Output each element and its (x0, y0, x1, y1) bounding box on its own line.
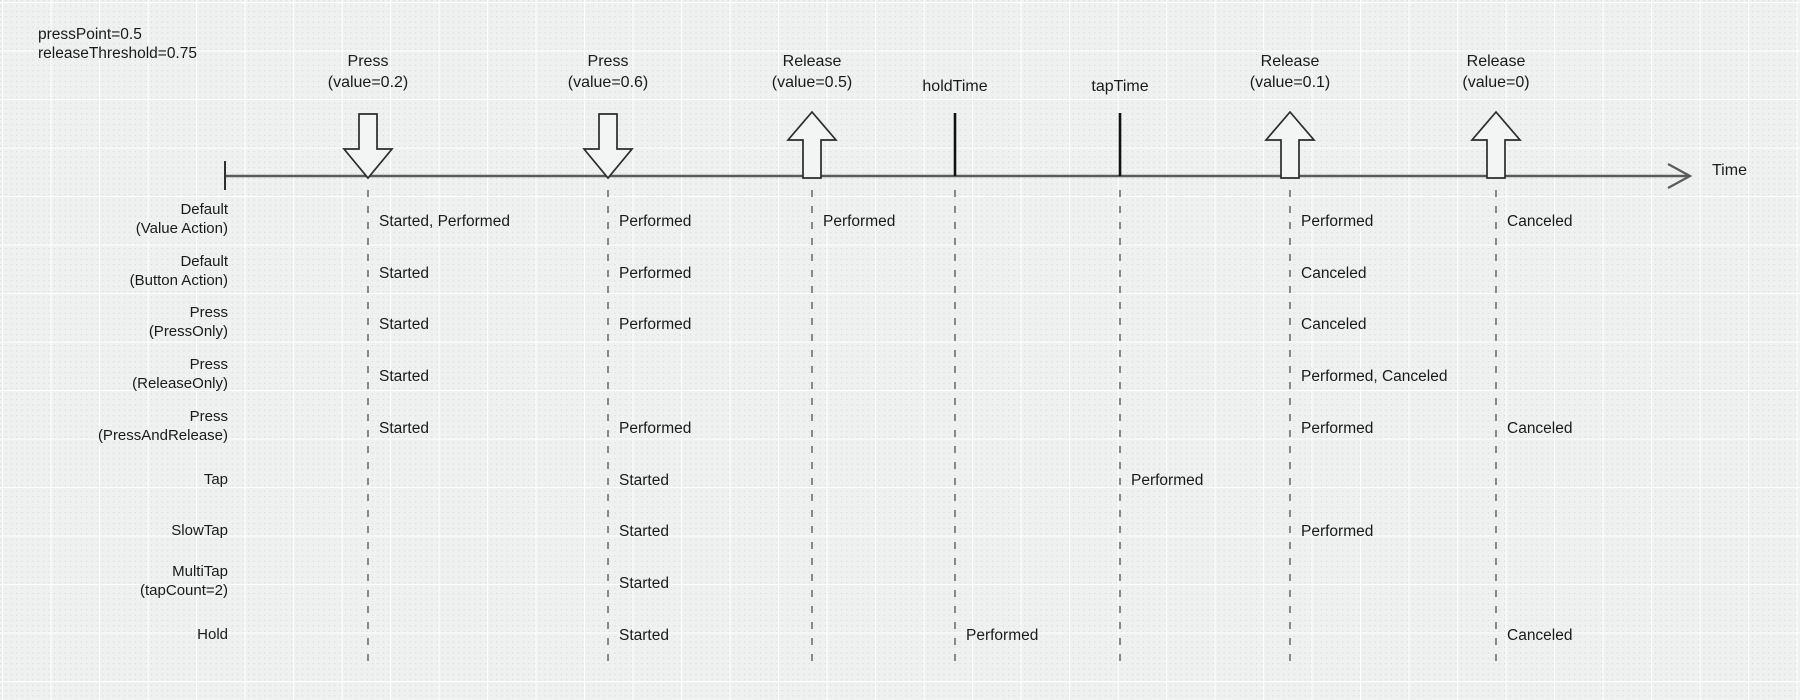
cell-default-button-action: Started (379, 265, 429, 282)
event-label-secondary: (value=0.6) (567, 73, 649, 91)
row-label-tap: Tap (204, 470, 228, 489)
row-label-primary: Default (180, 253, 228, 270)
event-label-secondary: (value=0) (1462, 73, 1530, 91)
event-label-release-00: Release (value=0) (1462, 52, 1529, 94)
cell-hold: Performed (966, 627, 1039, 644)
cell-default-value-action: Started, Performed (379, 213, 510, 230)
row-label-press-pressandrelease: Press (PressAndRelease) (98, 407, 228, 445)
cell-press-releaseonly: Performed, Canceled (1301, 368, 1448, 385)
down-arrow-press-02 (342, 113, 394, 180)
time-axis-label: Time (1712, 162, 1747, 179)
row-label-hold: Hold (197, 625, 228, 644)
row-label-primary: Hold (197, 626, 228, 643)
row-label-multitap: MultiTap (tapCount=2) (140, 562, 228, 600)
cell-press-pressandrelease: Performed (619, 420, 692, 437)
row-label-secondary: (PressOnly) (148, 323, 228, 341)
cell-hold: Started (619, 627, 669, 644)
event-label-secondary: (value=0.5) (771, 73, 853, 91)
param-presspoint: pressPoint=0.5 (38, 26, 142, 43)
event-label-release-05: Release (value=0.5) (772, 52, 853, 94)
event-label-taptime: tapTime (1091, 77, 1148, 98)
up-arrow-release-05 (786, 110, 838, 179)
row-label-secondary: (ReleaseOnly) (132, 375, 228, 393)
down-arrow-press-06 (582, 113, 634, 180)
time-axis-arrowhead (1667, 163, 1693, 189)
event-label-press-06: Press (value=0.6) (568, 52, 649, 94)
cell-hold: Canceled (1507, 627, 1573, 644)
up-arrow-release-01 (1264, 110, 1316, 179)
cell-tap: Started (619, 472, 669, 489)
row-label-press-pressonly: Press (PressOnly) (149, 303, 228, 341)
cell-default-value-action: Canceled (1507, 213, 1573, 230)
cell-tap: Performed (1131, 472, 1204, 489)
cell-default-value-action: Performed (1301, 213, 1374, 230)
cell-multitap: Started (619, 575, 669, 592)
event-label-primary: Press (347, 53, 389, 70)
row-label-secondary: (PressAndRelease) (97, 427, 228, 445)
cell-press-pressonly: Performed (619, 316, 692, 333)
row-label-secondary: (tapCount=2) (140, 582, 228, 600)
row-label-secondary: (Button Action) (129, 272, 228, 290)
event-label-primary: Release (782, 53, 842, 70)
parameters-note: pressPoint=0.5 releaseThreshold=0.75 (38, 26, 197, 64)
event-label-secondary: (value=0.1) (1249, 73, 1331, 91)
cell-default-value-action: Performed (619, 213, 692, 230)
event-label-primary: Release (1466, 53, 1526, 70)
row-label-primary: Tap (203, 471, 228, 488)
cell-slowtap: Performed (1301, 523, 1374, 540)
row-label-primary: Press (189, 356, 228, 373)
cell-press-pressandrelease: Canceled (1507, 420, 1573, 437)
cell-default-value-action: Performed (823, 213, 896, 230)
row-label-primary: MultiTap (172, 563, 228, 580)
row-label-slowtap: SlowTap (171, 521, 228, 540)
event-label-holdtime: holdTime (922, 77, 987, 98)
event-label-primary: holdTime (922, 78, 988, 95)
event-label-secondary: (value=0.2) (327, 73, 409, 91)
cell-press-pressandrelease: Performed (1301, 420, 1374, 437)
event-label-press-02: Press (value=0.2) (328, 52, 409, 94)
event-label-primary: Release (1260, 53, 1320, 70)
cell-slowtap: Started (619, 523, 669, 540)
row-label-primary: Press (189, 304, 228, 321)
cell-press-releaseonly: Started (379, 368, 429, 385)
row-label-primary: SlowTap (171, 522, 228, 539)
cell-press-pressonly: Canceled (1301, 316, 1367, 333)
row-label-press-releaseonly: Press (ReleaseOnly) (132, 355, 228, 393)
event-label-primary: tapTime (1091, 78, 1149, 95)
row-label-primary: Default (180, 201, 228, 218)
cell-press-pressandrelease: Started (379, 420, 429, 437)
row-label-default-value-action: Default (Value Action) (136, 200, 228, 238)
event-label-release-01: Release (value=0.1) (1250, 52, 1331, 94)
cell-press-pressonly: Started (379, 316, 429, 333)
row-label-default-button-action: Default (Button Action) (130, 252, 228, 290)
row-label-secondary: (Value Action) (135, 220, 228, 238)
param-releasethreshold: releaseThreshold=0.75 (38, 44, 197, 62)
up-arrow-release-00 (1470, 110, 1522, 179)
cell-default-button-action: Performed (619, 265, 692, 282)
cell-default-button-action: Canceled (1301, 265, 1367, 282)
event-label-primary: Press (587, 53, 629, 70)
row-label-primary: Press (189, 408, 228, 425)
